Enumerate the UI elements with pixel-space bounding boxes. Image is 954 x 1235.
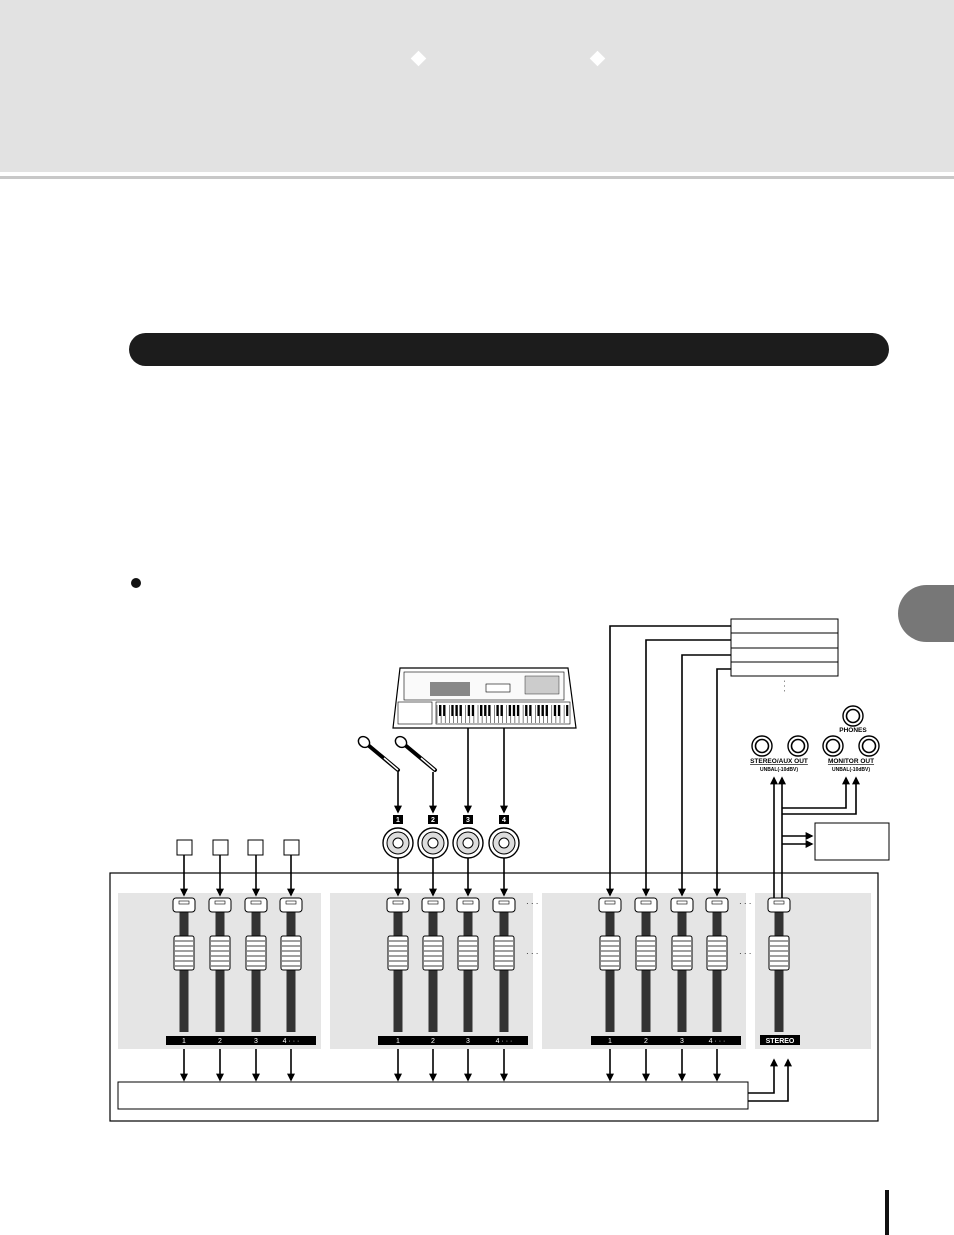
input-number-badge <box>463 815 473 824</box>
channel-number-label: 3 <box>466 1038 470 1045</box>
input-source-boxes <box>176 839 300 856</box>
bullet-icon <box>131 578 141 588</box>
fader-knob-icon <box>173 935 195 971</box>
microphone-icon <box>394 735 437 772</box>
fader-knob-icon <box>209 935 231 971</box>
fader-knob-icon <box>280 935 302 971</box>
output-jack-icon <box>822 735 844 757</box>
input-number: 2 <box>431 817 435 824</box>
channel-strip <box>670 897 694 1032</box>
fader-knob-icon <box>599 935 621 971</box>
section-heading-bar <box>129 333 889 366</box>
keyboard-synthesizer-icon <box>392 667 577 729</box>
fader-knob-icon <box>706 935 728 971</box>
channel-strip <box>598 897 622 1032</box>
recorder-box <box>814 822 890 861</box>
input-number: 4 <box>502 817 506 824</box>
fader-knob-icon <box>457 935 479 971</box>
channel-number-label: 4 · · · <box>283 1038 300 1045</box>
fader-knob-icon <box>768 935 790 971</box>
monitor-out-sublabel: UNBAL(-10dBV) <box>832 767 870 773</box>
channel-number-label: 4 · · · <box>709 1038 726 1045</box>
output-jack-icon <box>858 735 880 757</box>
fader-knob-icon <box>245 935 267 971</box>
channel-number-label: 2 <box>644 1038 648 1045</box>
stereo-aux-out-label: STEREO/AUX OUT <box>750 758 808 765</box>
channel-strip <box>386 897 410 1032</box>
combo-input-jack-icon <box>488 827 520 859</box>
page-number-mark <box>885 1190 889 1235</box>
phones-label: PHONES <box>839 727 867 734</box>
channel-strip <box>244 897 268 1032</box>
channel-strip <box>208 897 232 1032</box>
external-device-box: · · · <box>730 618 839 692</box>
output-jack-icon <box>751 735 773 757</box>
channel-number-label: 3 <box>680 1038 684 1045</box>
stereo-label-bar <box>760 1035 800 1045</box>
channel-strip <box>634 897 658 1032</box>
channel-number-label: 4 · · · <box>496 1038 513 1045</box>
fader-knob-icon <box>493 935 515 971</box>
channel-number-label: 1 <box>608 1038 612 1045</box>
channel-strip <box>172 897 196 1032</box>
fader-knob-icon <box>387 935 409 971</box>
channel-number-bar <box>166 1036 316 1045</box>
ellipsis: · · · <box>526 949 538 958</box>
channel-strip <box>279 897 303 1032</box>
channel-strip <box>456 897 480 1032</box>
chapter-tab <box>898 585 954 642</box>
stereo-bus-box <box>117 1081 749 1110</box>
ellipsis: · · · <box>526 899 538 908</box>
input-number: 1 <box>396 817 400 824</box>
channel-number-label: 1 <box>182 1038 186 1045</box>
combo-input-jack-icon <box>382 827 414 859</box>
output-jack-icon <box>787 735 809 757</box>
channel-number-label: 1 <box>396 1038 400 1045</box>
stereo-master-strip <box>767 897 791 1032</box>
input-number-badge <box>499 815 509 824</box>
fader-knob-icon <box>635 935 657 971</box>
header-divider <box>0 176 954 179</box>
stereo-aux-out-sublabel: UNBAL(-10dBV) <box>760 767 798 773</box>
channel-strip <box>705 897 729 1032</box>
monitor-out-label: MONITOR OUT <box>828 758 874 765</box>
channel-number-bar <box>378 1036 528 1045</box>
output-jack-icon <box>842 705 864 727</box>
ellipsis: · · · <box>739 899 751 908</box>
combo-input-jack-icon <box>417 827 449 859</box>
channel-strip <box>492 897 516 1032</box>
input-number-badge <box>393 815 403 824</box>
input-number: 3 <box>466 817 470 824</box>
fader-knob-icon <box>671 935 693 971</box>
channel-number-label: 2 <box>431 1038 435 1045</box>
input-number-badge <box>428 815 438 824</box>
channel-strip <box>421 897 445 1032</box>
channel-number-label: 3 <box>254 1038 258 1045</box>
ellipsis: · · · <box>739 949 751 958</box>
combo-input-jack-icon <box>452 827 484 859</box>
ellipsis-vertical: · · · <box>780 680 789 692</box>
channel-number-bar <box>591 1036 741 1045</box>
chapter-header <box>0 0 954 172</box>
microphone-icon <box>357 735 400 772</box>
channel-number-label: 2 <box>218 1038 222 1045</box>
stereo-label: STEREO <box>766 1038 795 1045</box>
fader-knob-icon <box>422 935 444 971</box>
stereo-panel <box>755 893 871 1049</box>
